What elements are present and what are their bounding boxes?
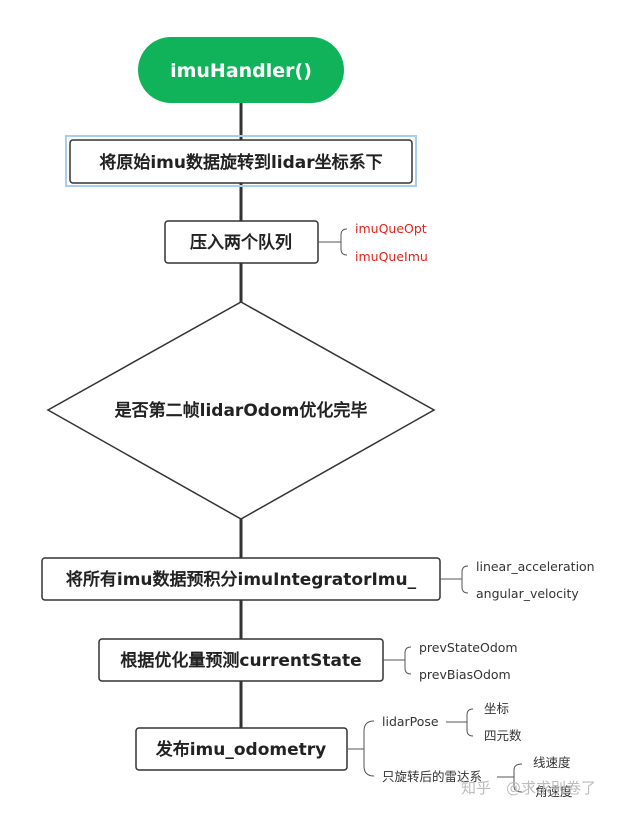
step-rotate-label: 将原始imu数据旋转到lidar坐标系下 (99, 152, 382, 173)
bracket-rotated (513, 763, 523, 793)
selection-highlight (65, 135, 417, 187)
note-angular-velocity-cn: 角速度 (535, 784, 573, 799)
note-angular-velocity: angular_velocity (476, 586, 579, 601)
note-prev-state-odom: prevStateOdom (419, 640, 518, 655)
bracket-publish (363, 720, 375, 777)
note-coordinate: 坐标 (484, 701, 509, 716)
note-quaternion: 四元数 (484, 728, 522, 743)
bracket-integrate (461, 565, 469, 594)
step-publish-label: 发布imu_odometry (155, 739, 327, 760)
step-predict-label: 根据优化量预测currentState (120, 650, 361, 671)
step-push-queues-label: 压入两个队列 (190, 232, 292, 253)
start-label: imuHandler() (170, 60, 312, 82)
decision-label: 是否第二帧lidarOdom优化完毕 (115, 400, 368, 421)
watermark-logo: 知乎 (461, 779, 491, 797)
decision-diamond (46, 301, 436, 520)
note-imu-que-imu: imuQueImu (355, 249, 428, 264)
note-brackets (318, 228, 523, 793)
watermark-author: @求求别卷了 (506, 779, 596, 797)
note-rotated-lidar-frame: 只旋转后的雷达系 (382, 769, 482, 784)
note-linear-acceleration: linear_acceleration (476, 559, 595, 574)
bracket-lidar-pose (466, 708, 474, 737)
bracket-predict (404, 646, 412, 675)
step-preintegrate-label: 将所有imu数据预积分imuIntegratorImu_ (66, 569, 417, 590)
note-linear-velocity: 线速度 (533, 755, 571, 770)
step-rotate-box (69, 139, 413, 184)
bracket-queues (340, 228, 348, 256)
start-node (138, 37, 344, 103)
note-imu-que-opt: imuQueOpt (355, 221, 427, 236)
note-lidar-pose: lidarPose (382, 714, 439, 729)
note-prev-bias-odom: prevBiasOdom (419, 667, 511, 682)
